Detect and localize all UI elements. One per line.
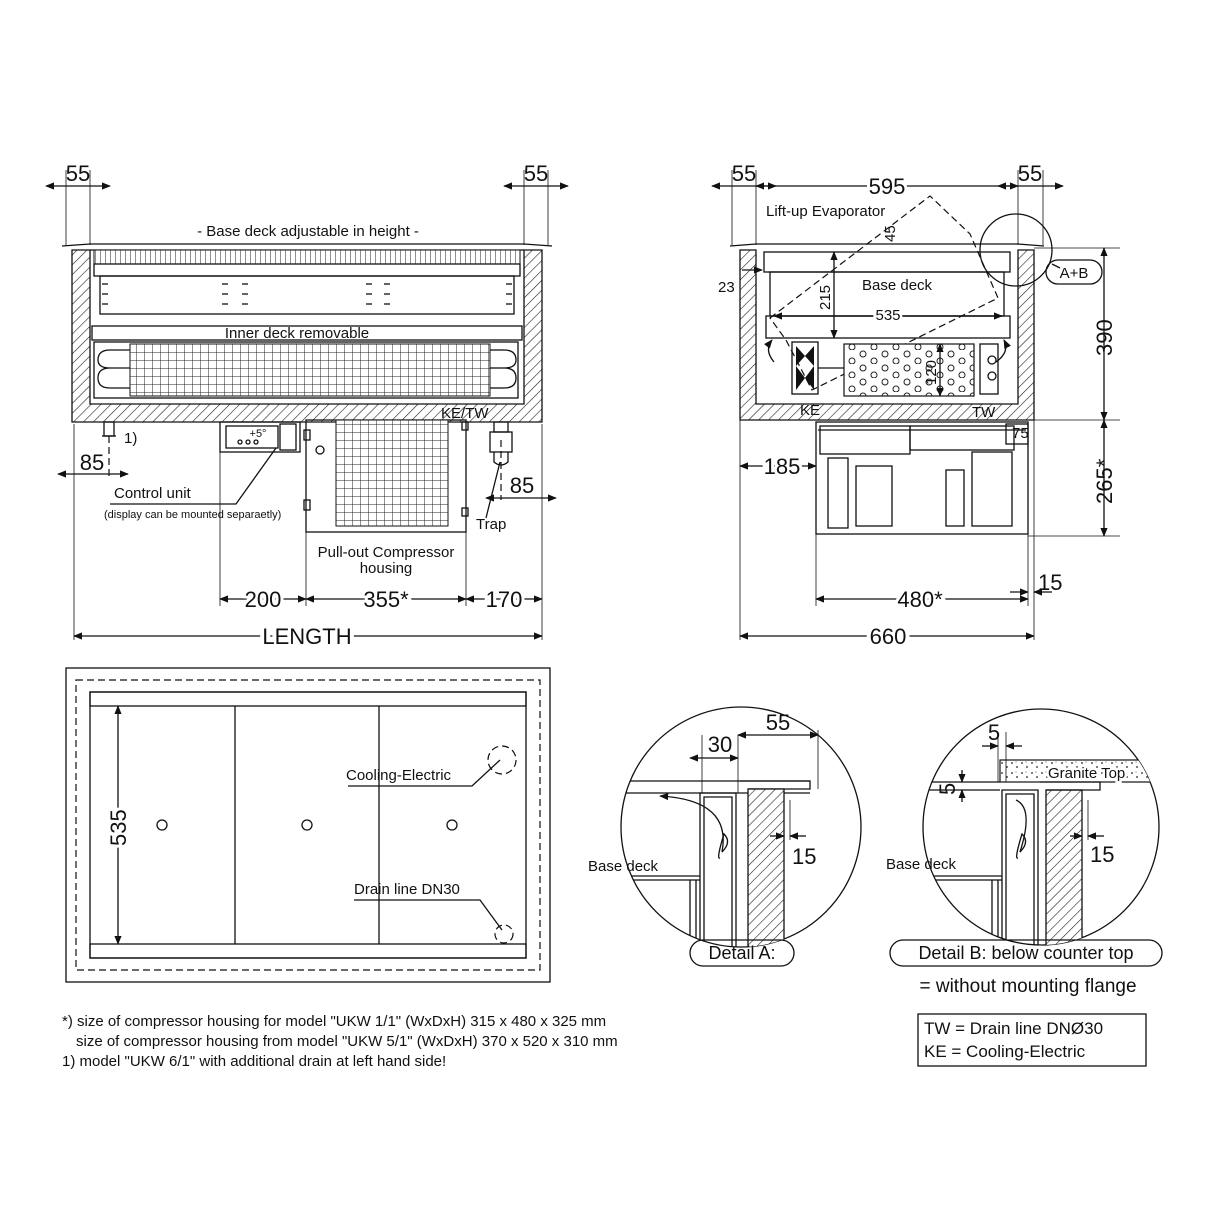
ke-side-label: KE: [800, 402, 820, 419]
cooling-electric-label: Cooling-Electric: [346, 767, 452, 784]
dim-detail-a-55: 55: [766, 710, 790, 735]
dim-front-200: 200: [245, 587, 282, 612]
dim-front-flange-left: 55: [66, 161, 90, 186]
dim-side-23: 23: [718, 279, 735, 296]
dim-side-width: 595: [869, 174, 906, 199]
dim-side-75: 75: [1012, 425, 1029, 442]
footnotes: *) size of compressor housing for model …: [62, 1013, 618, 1070]
legend-tw: TW = Drain line DNØ30: [924, 1019, 1103, 1038]
detail-b-subtitle: = without mounting flange: [919, 976, 1136, 997]
legend-box: TW = Drain line DNØ30 KE = Cooling-Elect…: [917, 1013, 1147, 1067]
compressor-housing-line1: Pull-out Compressor: [318, 544, 455, 561]
detail-b-title: Detail B: below counter top: [918, 943, 1133, 963]
dim-side-45: 45: [882, 225, 899, 242]
base-deck-side: Base deck: [862, 277, 933, 294]
dim-side-flange-right: 55: [1018, 161, 1042, 186]
control-display-value: +5°: [250, 428, 267, 440]
detail-a: 30 55 15 Base deck Detail A:: [588, 706, 862, 967]
dim-side-15: 15: [1038, 570, 1062, 595]
dim-side-535: 535: [875, 307, 900, 324]
dim-detail-a-30: 30: [708, 732, 732, 757]
legend-ke: KE = Cooling-Electric: [924, 1042, 1086, 1061]
detail-a-title: Detail A:: [708, 943, 775, 963]
granite-top-label: Granite Top: [1048, 765, 1125, 782]
control-unit-label: Control unit: [114, 485, 192, 502]
tw-side-label: TW: [972, 404, 996, 421]
dim-front-355: 355*: [363, 587, 409, 612]
detail-b: 5 5 Granite Top 15 Base deck Detail B: b…: [886, 708, 1163, 997]
top-view: 535 Cooling-Electric Drain line DN30: [65, 667, 551, 983]
dim-front-drain-left: 85: [80, 450, 104, 475]
dim-detail-b-15: 15: [1090, 842, 1114, 867]
trap-label: Trap: [476, 516, 506, 533]
footnote-line2: size of compressor housing from model "U…: [76, 1033, 618, 1050]
compressor-housing-line2: housing: [360, 560, 413, 577]
side-view: 55 595 55 Lift-up Evaporator 45 Base dec…: [711, 161, 1120, 653]
drain-line-label: Drain line DN30: [354, 881, 460, 898]
dim-side-660: 660: [870, 624, 907, 649]
dim-front-170: 170: [486, 587, 523, 612]
dim-side-390: 390: [1092, 319, 1117, 356]
detail-b-base-deck: Base deck: [886, 856, 957, 873]
dim-detail-b-5-v: 5: [935, 783, 960, 795]
dim-detail-b-5-h: 5: [988, 720, 1000, 745]
dim-side-265: 265*: [1092, 458, 1117, 504]
detail-a-base-deck: Base deck: [588, 858, 659, 875]
inner-deck-note: Inner deck removable: [225, 325, 369, 342]
base-deck-note: - Base deck adjustable in height -: [197, 223, 419, 240]
dim-detail-a-15: 15: [792, 844, 816, 869]
footnote-line1: *) size of compressor housing for model …: [62, 1013, 606, 1030]
deck-vent-marks: [102, 283, 512, 305]
dim-top-535: 535: [106, 809, 131, 846]
detail-ref-label: A+B: [1060, 265, 1089, 282]
front-view: 55 55 - Base deck adjustable in height -…: [45, 161, 569, 653]
dim-side-120: 120: [923, 360, 940, 385]
dim-side-480: 480*: [897, 587, 943, 612]
evaporator-label: Lift-up Evaporator: [766, 203, 885, 220]
dim-side-215: 215: [817, 285, 834, 310]
dim-side-185: 185: [764, 454, 801, 479]
control-unit-note: (display can be mounted separaetly): [104, 509, 281, 521]
dim-front-flange-right: 55: [524, 161, 548, 186]
ke-tw-label: KE/TW: [441, 405, 489, 422]
footnote-ref: 1): [124, 430, 137, 447]
footnote-line3: 1) model "UKW 6/1" with additional drain…: [62, 1053, 446, 1070]
dim-front-drain-right: 85: [510, 473, 534, 498]
dim-side-flange-left: 55: [732, 161, 756, 186]
length-label: LENGTH: [262, 624, 351, 649]
